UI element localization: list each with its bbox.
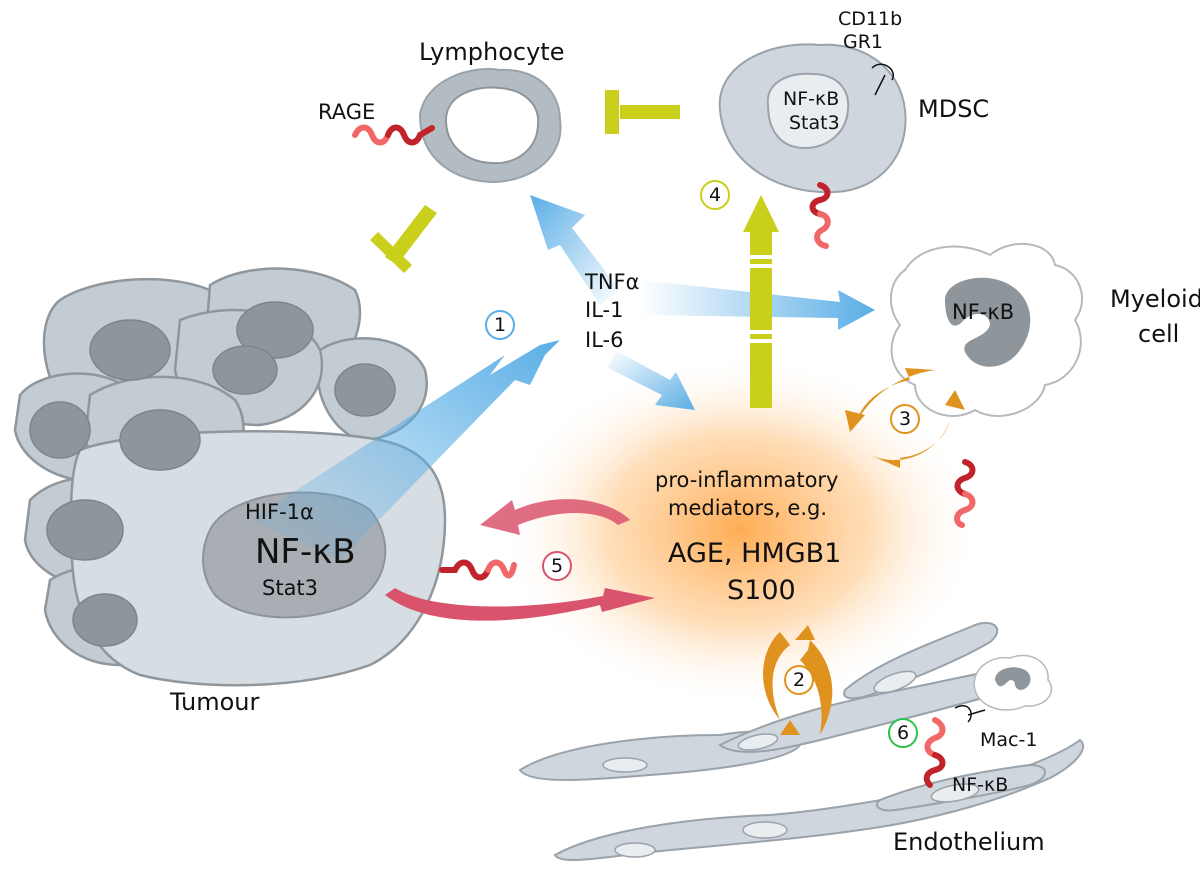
badge-2: 2 — [784, 665, 814, 695]
tumour-hif-label: HIF-1α — [245, 500, 314, 524]
tumour-nuclei — [29, 301, 396, 647]
orange-arrows — [763, 368, 965, 735]
tumour-stat3-label: Stat3 — [262, 576, 319, 600]
small-myeloid-cell — [973, 654, 1053, 711]
tumour-label: Tumour — [170, 688, 260, 716]
pink-arrows — [385, 499, 655, 621]
lymphocyte-label: Lymphocyte — [419, 38, 565, 66]
mdsc-nfkb-label: NF-κB — [783, 88, 840, 110]
badge-1: 1 — [485, 310, 515, 340]
mediators-label-line3: AGE, HMGB1 — [668, 538, 842, 569]
endothelium-nuclei — [602, 670, 980, 858]
cytokine-il6-label: IL-6 — [585, 328, 624, 352]
badge-3: 3 — [890, 404, 920, 434]
gr1-label: GR1 — [843, 31, 884, 53]
mdsc-stat3-label: Stat3 — [789, 112, 840, 134]
cd11b-label: CD11b — [838, 8, 903, 30]
tumour-nfkb-label: NF-κB — [255, 532, 356, 572]
mediators-label-line2: mediators, e.g. — [668, 496, 828, 520]
mac1-receptor-icon — [954, 705, 986, 723]
receptors — [352, 124, 976, 788]
badge-5: 5 — [542, 551, 572, 581]
mediators-label-line4: S100 — [727, 575, 796, 606]
endothelium-nfkb-label: NF-κB — [952, 774, 1009, 796]
myeloid-label-line2: cell — [1138, 320, 1180, 348]
mdsc-receptor-icon — [871, 63, 895, 96]
mdsc-label: MDSC — [918, 95, 990, 123]
rage-label: RAGE — [318, 100, 376, 124]
myeloid-nfkb-label: NF-κB — [952, 300, 1015, 324]
cytokine-tnf-label: TNFα — [585, 270, 640, 294]
mdsc-cell — [718, 43, 907, 194]
badge-4: 4 — [700, 180, 730, 210]
badge-6: 6 — [888, 718, 918, 748]
myeloid-label-line1: Myeloid — [1110, 285, 1200, 313]
myeloid-cell — [889, 242, 1084, 417]
mediators-label-line1: pro-inflammatory — [655, 468, 839, 492]
endothelium-label: Endothelium — [893, 828, 1045, 856]
cytokine-il1-label: IL-1 — [585, 298, 624, 322]
mac1-label: Mac-1 — [980, 729, 1038, 751]
yellow-arrows — [370, 90, 779, 408]
mediator-glow — [500, 355, 980, 705]
lymphocyte-cell — [418, 68, 562, 184]
